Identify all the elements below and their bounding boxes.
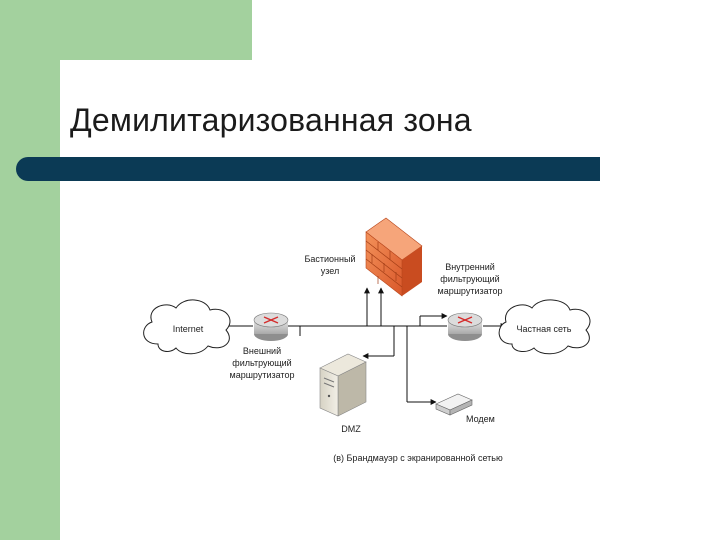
svg-text:Бастионный: Бастионный	[304, 254, 355, 264]
dmz-server-icon	[319, 353, 367, 417]
inner-router-label: Внутренний фильтрующий маршрутизатор	[438, 262, 503, 296]
title-underline-bar	[16, 157, 600, 181]
green-left-strip	[0, 0, 60, 540]
dmz-label: DMZ	[341, 424, 361, 434]
outer-router-icon	[253, 312, 289, 341]
modem-icon	[435, 393, 473, 416]
outer-router-label: Внешний фильтрующий маршрутизатор	[230, 346, 295, 380]
svg-text:маршрутизатор: маршрутизатор	[438, 286, 503, 296]
private-network-label: Частная сеть	[517, 324, 572, 334]
internet-label: Internet	[173, 324, 204, 334]
svg-text:фильтрующий: фильтрующий	[232, 358, 291, 368]
private-network-cloud: Частная сеть	[498, 299, 591, 355]
svg-text:Внешний: Внешний	[243, 346, 281, 356]
network-links	[221, 287, 507, 405]
svg-text:фильтрующий: фильтрующий	[440, 274, 499, 284]
modem-label: Модем	[466, 414, 495, 424]
internet-cloud: Internet	[143, 299, 231, 355]
svg-text:Внутренний: Внутренний	[445, 262, 495, 272]
slide-title: Демилитаризованная зона	[70, 102, 472, 138]
content-panel	[60, 60, 720, 540]
inner-router-icon	[447, 312, 483, 341]
diagram-caption: (в) Брандмауэр с экранированной сетью	[333, 453, 503, 463]
bastion-host-label: Бастионный узел	[304, 254, 355, 276]
firewall-icon	[365, 217, 423, 297]
svg-text:узел: узел	[321, 266, 339, 276]
svg-text:маршрутизатор: маршрутизатор	[230, 370, 295, 380]
